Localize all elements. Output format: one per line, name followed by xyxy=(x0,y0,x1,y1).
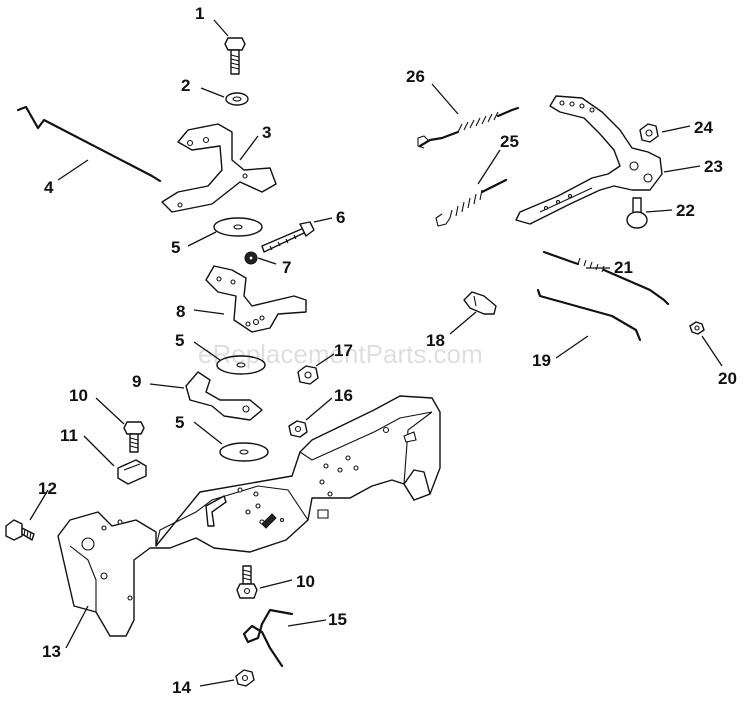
callout-label-9: 9 xyxy=(132,372,141,391)
part-2-washer xyxy=(225,92,249,106)
watermark-text: eReplacementParts.com xyxy=(198,339,483,369)
part-26-spring xyxy=(417,106,520,149)
callout-label-22: 22 xyxy=(676,201,695,220)
part-14-nut xyxy=(235,669,255,687)
callout-label-16: 16 xyxy=(334,386,353,405)
part-22-pin xyxy=(626,197,648,229)
callout-label-14: 14 xyxy=(172,678,191,697)
part-17-nut xyxy=(297,365,319,385)
part-20-nut xyxy=(689,321,705,335)
callout-label-8: 8 xyxy=(176,302,185,321)
part-19-link-rod xyxy=(536,288,642,342)
part-12-screw xyxy=(5,519,35,541)
part-1-bolt xyxy=(224,37,246,75)
part-13-control-plate xyxy=(57,395,441,637)
part-9-lever xyxy=(185,371,263,421)
callout-label-5: 5 xyxy=(171,238,180,257)
callout-label-10: 10 xyxy=(69,386,88,405)
callout-label-3: 3 xyxy=(262,123,271,142)
part-4-link-rod xyxy=(16,105,162,183)
callout-label-25: 25 xyxy=(500,132,519,151)
part-8-lever xyxy=(205,265,307,333)
callout-label-12: 12 xyxy=(38,479,57,498)
part-3-bracket xyxy=(161,123,277,213)
callout-label-11: 11 xyxy=(60,426,78,445)
callout-label-15: 15 xyxy=(328,610,347,629)
part-23-lever-arm xyxy=(515,95,663,225)
callout-labels: 1 2 3 4 5 6 7 8 5 9 17 10 16 11 5 12 13 … xyxy=(38,4,737,697)
callout-label-2: 2 xyxy=(181,76,190,95)
callout-label-10b: 10 xyxy=(296,572,315,591)
callout-label-13: 13 xyxy=(42,642,61,661)
callout-label-23: 23 xyxy=(704,157,723,176)
part-6-screw xyxy=(261,221,315,253)
part-24-nut xyxy=(639,123,659,143)
part-5-washer-top xyxy=(213,217,263,237)
part-7-nut xyxy=(244,251,258,265)
callout-label-5c: 5 xyxy=(175,413,184,432)
callout-label-7: 7 xyxy=(282,258,291,277)
callout-label-6: 6 xyxy=(336,208,345,227)
callout-label-19: 19 xyxy=(532,351,551,370)
part-18-clip xyxy=(463,291,497,315)
part-15-spring xyxy=(242,608,294,668)
callout-label-21: 21 xyxy=(614,258,633,277)
part-5-washer-middle xyxy=(216,355,266,375)
part-5-washer-lower xyxy=(219,442,269,462)
callout-label-26: 26 xyxy=(406,67,425,86)
part-21-spring-link xyxy=(542,250,670,306)
callout-label-24: 24 xyxy=(694,118,713,137)
callout-label-20: 20 xyxy=(718,369,737,388)
part-16-nut xyxy=(288,420,308,438)
part-11-clip xyxy=(117,459,147,485)
callout-label-17: 17 xyxy=(334,341,353,360)
leader-lines xyxy=(29,19,723,687)
part-10-bolt-lower xyxy=(236,565,258,599)
part-25-spring xyxy=(435,178,508,227)
callout-label-1: 1 xyxy=(195,4,204,23)
callout-label-5b: 5 xyxy=(175,331,184,350)
callout-label-4: 4 xyxy=(44,178,54,197)
callout-label-18: 18 xyxy=(426,331,445,350)
part-10-bolt-upper xyxy=(123,421,145,453)
